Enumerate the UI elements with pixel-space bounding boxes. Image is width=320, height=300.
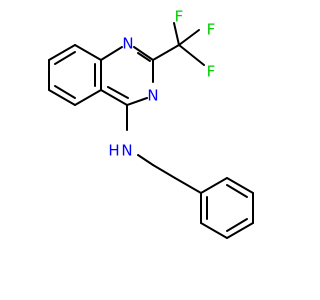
bond bbox=[173, 22, 180, 46]
bond bbox=[226, 218, 248, 232]
bond bbox=[137, 52, 151, 62]
bond bbox=[178, 44, 205, 66]
bond bbox=[100, 46, 123, 61]
bond bbox=[48, 89, 76, 106]
bond bbox=[126, 97, 148, 106]
atom-label-n3: N bbox=[147, 87, 158, 105]
bond bbox=[200, 177, 228, 194]
molecule-structure: N N N H F F F bbox=[48, 8, 254, 239]
atom-label-f-top-left: F bbox=[175, 8, 184, 26]
bond bbox=[107, 86, 129, 99]
molecule-canvas: N N N H F F F bbox=[48, 7, 254, 239]
bond bbox=[200, 222, 228, 239]
bond bbox=[174, 177, 202, 194]
bond bbox=[74, 44, 102, 61]
bond bbox=[137, 154, 154, 166]
bond bbox=[48, 44, 76, 61]
bond bbox=[152, 44, 180, 61]
bond bbox=[100, 89, 128, 106]
bond bbox=[54, 85, 76, 99]
bond bbox=[74, 89, 102, 106]
bond bbox=[152, 164, 176, 179]
atom-label-amine-h: H bbox=[108, 142, 119, 160]
bond bbox=[178, 29, 200, 46]
bond bbox=[133, 46, 154, 61]
atom-label-amine-n: N bbox=[121, 142, 132, 160]
bond bbox=[54, 51, 76, 65]
atom-label-n1: N bbox=[122, 35, 133, 53]
atom-label-f-top-right: F bbox=[207, 21, 216, 39]
bond bbox=[226, 184, 248, 198]
bond bbox=[226, 177, 254, 194]
bond bbox=[226, 222, 254, 239]
atom-label-f-right: F bbox=[207, 63, 216, 81]
